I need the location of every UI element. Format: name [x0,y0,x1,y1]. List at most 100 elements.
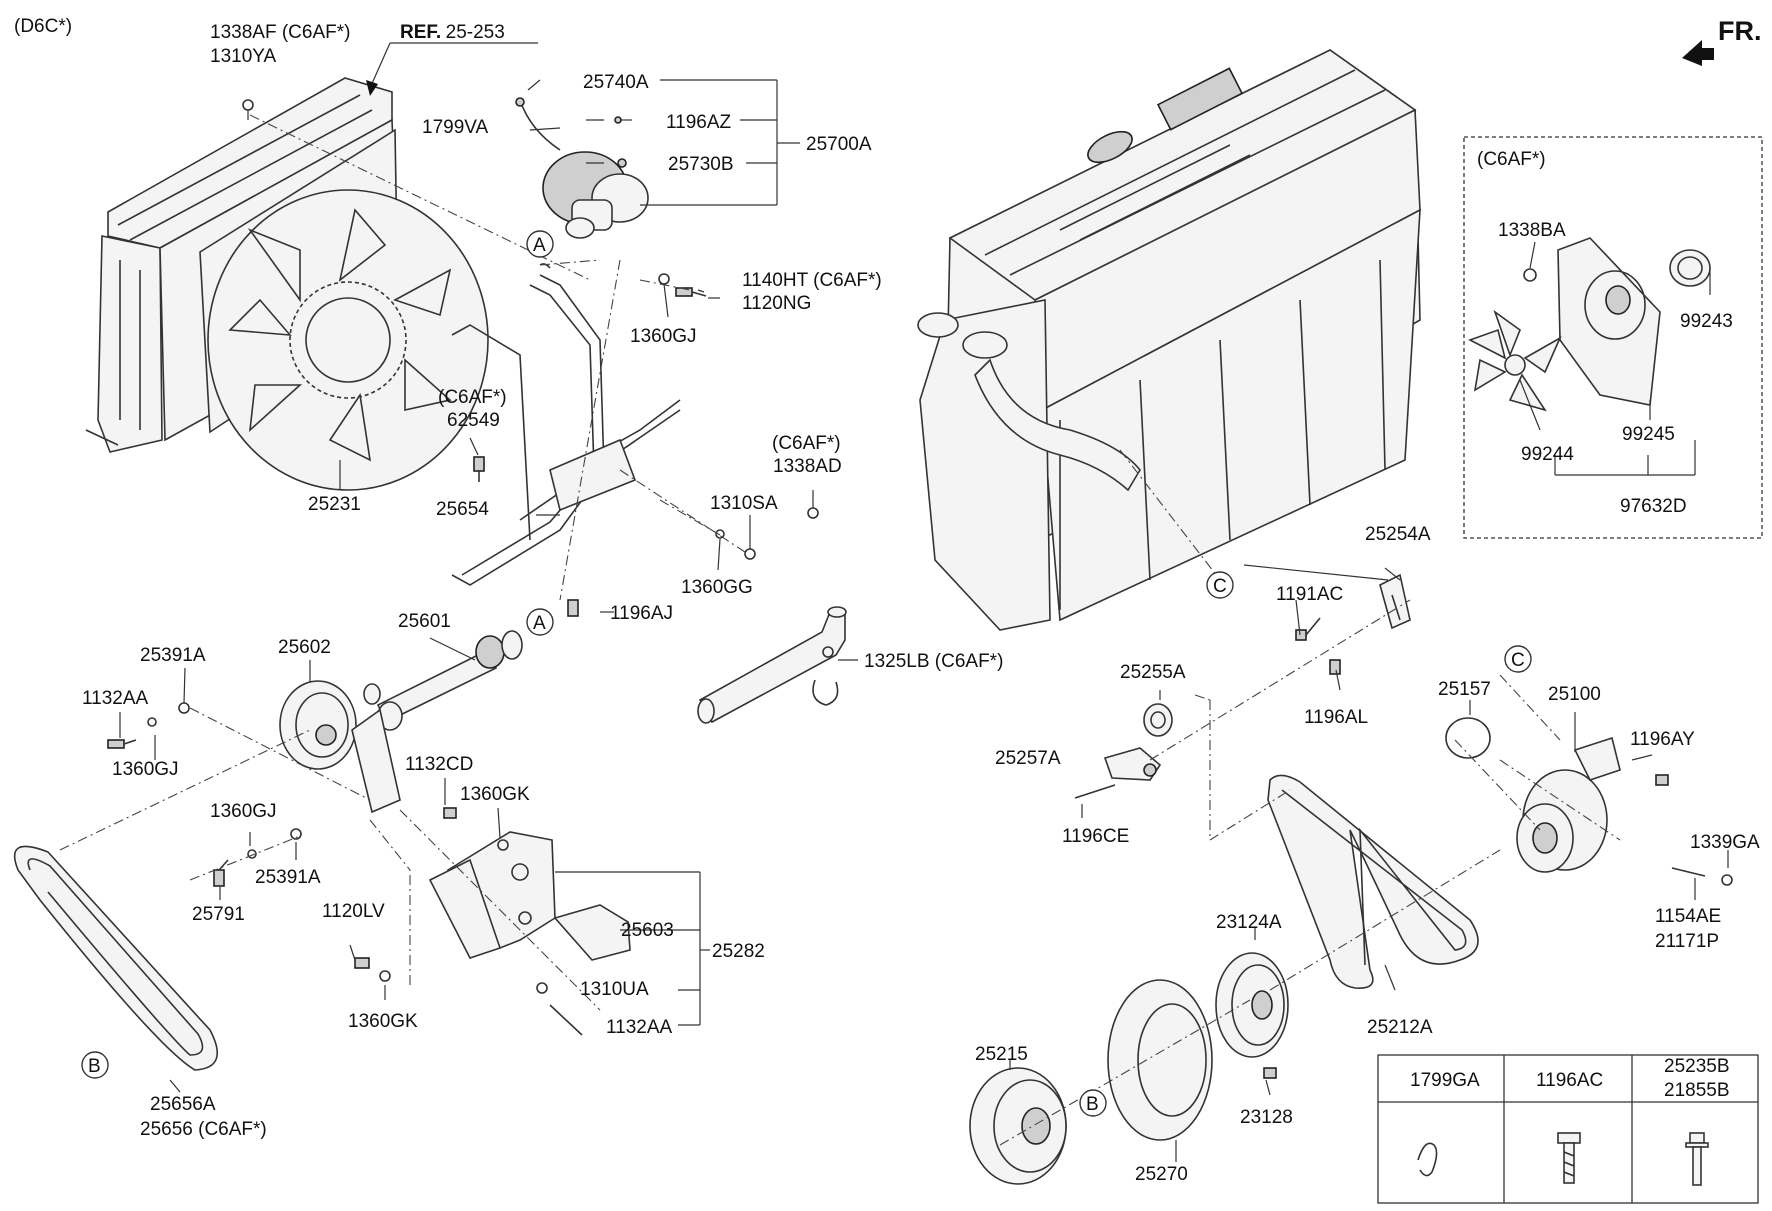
label-25270: 25270 [1135,1164,1188,1185]
label-1120NG: 1120NG [742,293,811,314]
nut-1310UA-icon [536,982,548,994]
label-25603: 25603 [621,920,674,941]
washer-1360GJ-c-icon [247,849,257,859]
label-99243: 99243 [1680,311,1733,332]
nut-1360GK-b-icon [379,970,391,982]
front-arrow-icon [1682,40,1714,66]
label-1132AA-a: 1132AA [82,688,149,709]
tensioner-arm-25257A [1103,747,1162,781]
nut-1339GA-icon [1721,874,1733,886]
label-c6af-b: (C6AF*) [772,433,841,454]
nut-1310SA-icon [744,548,756,560]
legend-header-21855B: 21855B [1664,1080,1730,1101]
label-c6af-a: (C6AF*) [438,387,507,408]
leader-lines [119,42,1729,1162]
stud-1132AA-b-icon [549,1004,583,1036]
washer-25391A-b-icon [290,828,302,840]
bolt-23128-icon [1263,1067,1277,1079]
tensioner-bracket-25254A [1379,573,1411,630]
callout-a-mid: A [526,608,554,636]
label-25602: 25602 [278,637,331,658]
label-25730B: 25730B [668,154,734,175]
label-25700A: 25700A [806,134,872,155]
svg-text:B: B [88,1056,101,1077]
label-1132AA-b: 1132AA [606,1017,673,1038]
front-indicator: FR. [1718,16,1762,46]
label-25100: 25100 [1548,684,1601,705]
label-25282: 25282 [712,941,765,962]
bolt-1132CD-icon [443,807,457,819]
fan-belt-25656A [13,845,219,1071]
legend-table: 1799GA 1196AC 25235B 21855B [1377,1054,1759,1204]
bolt-62549-icon [473,456,485,482]
bolt-1196CE-icon [1074,784,1116,799]
flywheel-disc-25270 [1107,979,1213,1141]
label-1310YA: 1310YA [210,46,277,67]
label-25791: 25791 [192,904,245,925]
bolt-1132AA-a-icon [107,739,137,749]
bolt-1120LV-icon [354,957,370,969]
callout-c-pump: C [1504,645,1532,673]
label-1191AC: 1191AC [1276,584,1343,605]
bolt-1196AJ-icon [567,599,579,617]
bolt-1191AC-icon [1295,617,1321,641]
flange-bolt-25235B-icon [1685,1132,1709,1186]
bolt-1338AF-icon [242,99,254,111]
label-97632D: 97632D [1620,496,1687,517]
label-25656: 25656 (C6AF*) [140,1119,267,1140]
label-1338BA: 1338BA [1498,220,1566,241]
label-1196AJ: 1196AJ [610,603,673,624]
label-1120LV: 1120LV [322,901,385,922]
nut-1338AD-icon [807,507,819,519]
label-25654: 25654 [436,499,489,520]
label-25257A: 25257A [995,748,1061,769]
bolt-1196AC-icon [1557,1132,1581,1184]
label-25212A: 25212A [1367,1017,1433,1038]
pulley-25215 [969,1067,1067,1185]
label-c6af-c: (C6AF*) [1477,149,1546,170]
svg-text:C: C [1213,576,1227,597]
washer-25391A-a-icon [178,702,190,714]
label-23128: 23128 [1240,1107,1293,1128]
fan-shroud-99245 [1557,237,1661,406]
label-1338AD: 1338AD [773,456,842,477]
label-1360GJ-b: 1360GJ [112,759,179,780]
label-1338AF: 1338AF (C6AF*) [210,22,350,43]
label-1196CE: 1196CE [1062,826,1129,847]
legend-header-25235B: 25235B [1664,1056,1730,1077]
idler-pulley-25602 [279,680,401,814]
label-21171P: 21171P [1655,931,1719,952]
label-1132CD: 1132CD [405,754,473,775]
tensioner-pulley-25255A [1143,703,1173,737]
svg-text:A: A [533,235,546,256]
drive-belt-25212A [1267,774,1479,989]
label-25231: 25231 [308,494,361,515]
bolt-1140HT-icon [658,273,707,297]
fan-clutch-25700A [515,97,649,239]
legend-header-1799GA: 1799GA [1410,1070,1480,1091]
washer-1360GG-icon [715,529,725,539]
callout-a-top: A [526,230,554,258]
label-25740A: 25740A [583,72,649,93]
label-1140HT: 1140HT (C6AF*) [742,270,882,291]
label-25255A: 25255A [1120,662,1186,683]
stud-1154AE-icon [1671,867,1706,877]
label-1196AL: 1196AL [1304,707,1368,728]
label-25215: 25215 [975,1044,1028,1065]
label-1360GJ-a: 1360GJ [630,326,697,347]
label-1360GK-b: 1360GK [348,1011,418,1032]
label-99245: 99245 [1622,424,1675,445]
label-25656A: 25656A [150,1094,216,1115]
fan-bracket-25654 [451,263,681,586]
label-25601: 25601 [398,611,451,632]
part-labels: 1338AF (C6AF*) 1310YA REF. 25-253 25740A… [82,22,1760,1185]
water-pump-25100 [1516,736,1621,873]
fan-support-bracket-25282 [428,831,631,961]
gasket-25157 [1445,717,1491,759]
label-1360GG: 1360GG [681,577,753,598]
label-1310UA: 1310UA [580,979,649,1000]
svg-text:B: B [1086,1094,1099,1115]
label-1360GJ-c: 1360GJ [210,801,277,822]
legend-header-1196AC: 1196AC [1536,1070,1603,1091]
